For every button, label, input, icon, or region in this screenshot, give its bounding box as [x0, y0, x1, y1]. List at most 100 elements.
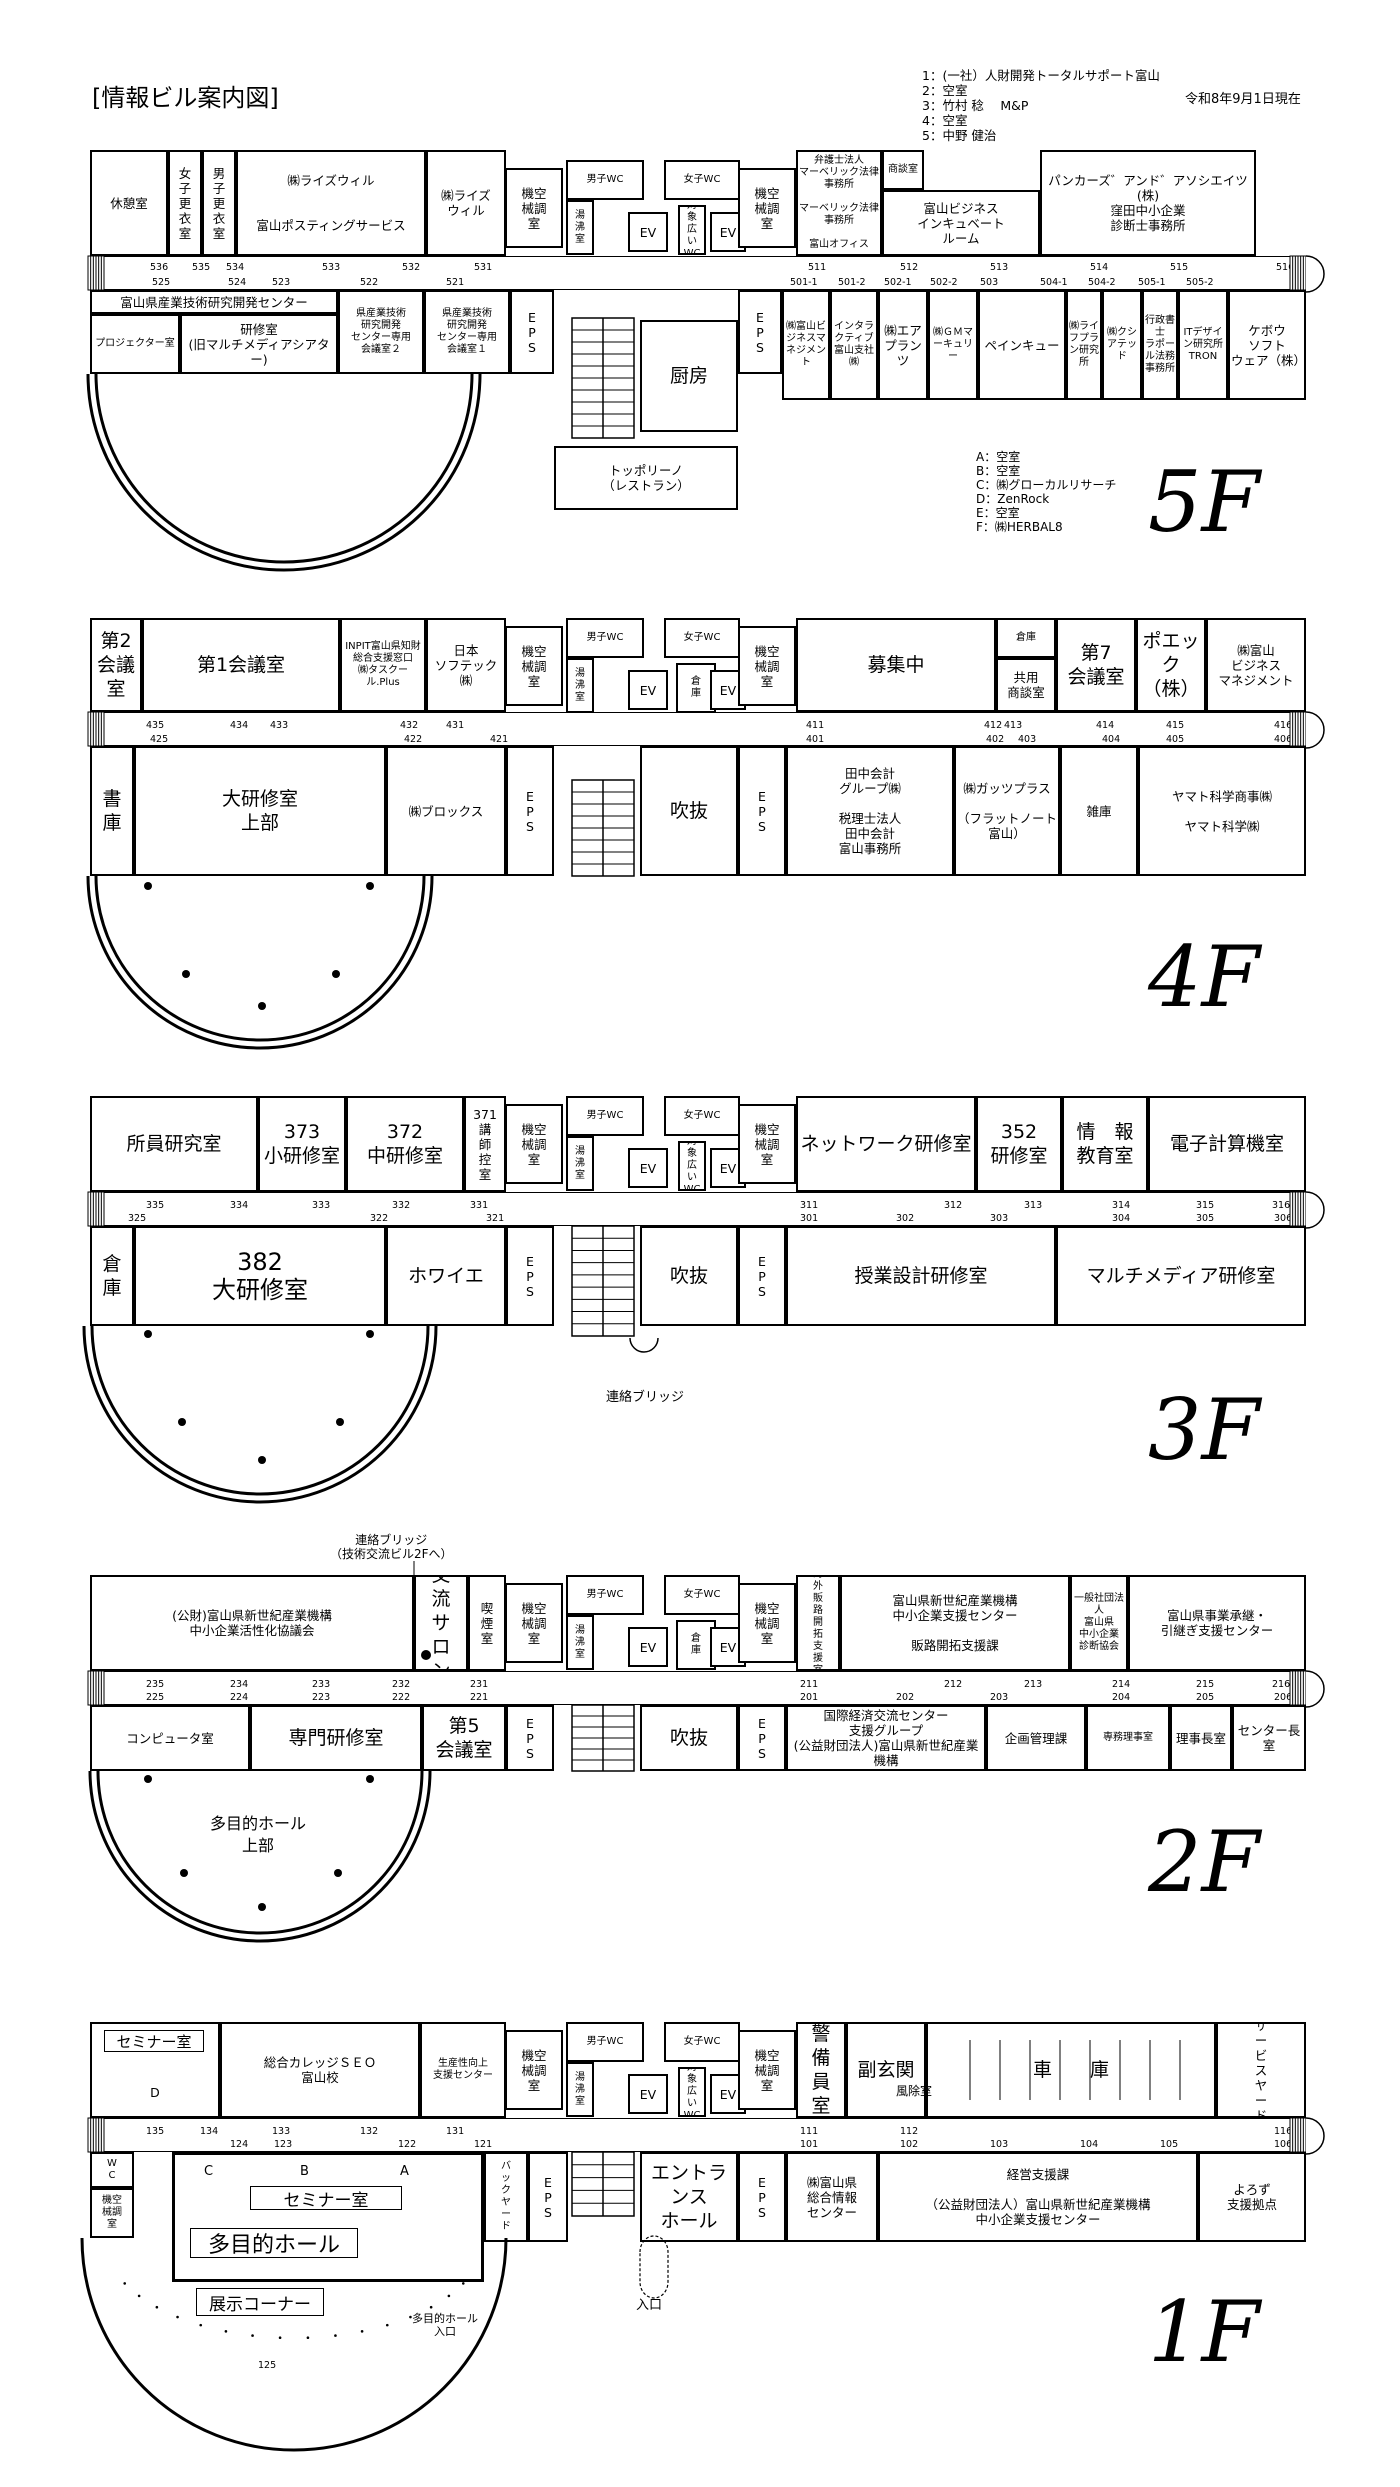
room-number: 425: [150, 734, 169, 745]
f1-room-eps2: E P S: [738, 2152, 786, 2242]
column-dot: [336, 1418, 344, 1426]
f5-room-chubo: 厨房: [640, 320, 738, 432]
f3-room-ev: EV: [628, 1148, 668, 1188]
f4-room-block: ㈱ブロックス: [386, 746, 506, 876]
f4-room-kyoyo: 共用 商談室: [996, 658, 1056, 712]
f4-room-kaigi7: 第7 会議室: [1056, 618, 1136, 712]
floor-label-f2: 2F: [1148, 1813, 1260, 1911]
room-number: 411: [806, 720, 825, 731]
room-number: 202: [896, 1692, 915, 1703]
room-number: 434: [230, 720, 249, 731]
room-number: 101: [800, 2139, 819, 2150]
room-number: 522: [360, 277, 379, 288]
room-number: 133: [272, 2126, 291, 2137]
hall-arc-4f: [86, 875, 434, 1050]
hall-arc-2f: [88, 1770, 432, 1943]
f3-room-multi: マルチメディア研修室: [1056, 1226, 1306, 1326]
room-number: 315: [1196, 1200, 1215, 1211]
f5-room-kensetsu: 富山県産業技術研究開発センター: [90, 290, 338, 314]
room-number: 401: [806, 734, 825, 745]
f1-room-fukugen: 副玄関: [846, 2022, 926, 2118]
room-number: 334: [230, 1200, 249, 1211]
f5-room-rise-2: ㈱ライズ ウィル: [426, 150, 506, 256]
room-number: 502-1: [884, 277, 912, 288]
room-number: 532: [402, 262, 421, 273]
room-number: 432: [400, 720, 419, 731]
f1-furyo: 風除室: [896, 2084, 933, 2098]
f2-room-souko: 倉 庫: [676, 1620, 716, 1670]
f1-room-shako: 車 庫: [926, 2022, 1216, 2118]
f1-room-jouhou: ㈱富山県 総合情報 センター: [786, 2152, 878, 2242]
hall-arc-5f: [86, 373, 482, 572]
room-number: 306: [1274, 1213, 1293, 1224]
end-door: [1305, 255, 1325, 293]
room-number: 124: [230, 2139, 249, 2150]
seat-dot: [409, 2315, 412, 2319]
f5-room-tomi-biz: ㈱富山ビジネスマネジメント: [782, 290, 830, 400]
f5-room-ev: EV: [628, 212, 668, 252]
bridge-arc: [629, 1337, 659, 1353]
f4-room-men-wc: 男子WC: [566, 618, 644, 658]
room-number: 406: [1274, 734, 1293, 745]
room-number: 422: [404, 734, 423, 745]
room-number: 414: [1096, 720, 1115, 731]
f4-room-women-wc: 女子WC: [664, 618, 740, 658]
end-door: [1305, 1191, 1325, 1229]
room-number: 116: [1274, 2126, 1293, 2137]
f5-room-gyosei: 行政書士 ラポール法務事務所: [1142, 290, 1178, 400]
room-number: 332: [392, 1200, 411, 1211]
room-number: 513: [990, 262, 1009, 273]
f1-room-keibi: 警 備 員 室: [796, 2022, 846, 2118]
f2-room-ev: EV: [628, 1627, 668, 1667]
room-number: 232: [392, 1679, 411, 1690]
room-number: 435: [146, 720, 165, 731]
f5-room-interactive: インタラクティブ富山支社㈱: [830, 290, 878, 400]
f1-room-taiou: 対 象 広 い WC: [678, 2067, 706, 2117]
f1-seminar-section: B: [300, 2164, 309, 2179]
hall-arc-1f: [80, 2237, 508, 2452]
f1-room-keiei: 経営支援課 （公益財団法人）富山県新世紀産業機構 中小企業支援センター: [878, 2152, 1198, 2242]
seat-dot: [251, 2334, 254, 2337]
seat-dot: [447, 2294, 451, 2298]
f2-room-kaigi5: 第5 会議室: [422, 1705, 506, 1771]
f1-room-seisan: 生産性向上 支援センター: [420, 2022, 506, 2118]
f4-room-gutsplus: ㈱ガッツプラス （フラットノート 富山）: [954, 746, 1060, 876]
seat-dot: [224, 2330, 228, 2333]
room-number: 302: [896, 1213, 915, 1224]
room-number: 225: [146, 1692, 165, 1703]
room-number: 535: [192, 262, 211, 273]
f4-room-inpit: INPIT富山県知財 総合支援窓口 ㈱タスクール.Plus: [340, 618, 426, 712]
f3-room-foyer: ホワイエ: [386, 1226, 506, 1326]
f3-room-dai-kenshu: 382 大研修室: [134, 1226, 386, 1326]
f1-room-men-wc: 男子WC: [566, 2022, 644, 2062]
f3-room-r371: 371 講 師 控 室: [464, 1096, 506, 1192]
column-dot: [258, 1456, 266, 1464]
room-number: 235: [146, 1679, 165, 1690]
corridor: [88, 1671, 1306, 1705]
f4-room-poec: ポエック （株）: [1136, 618, 1206, 712]
room-number: 516: [1276, 262, 1295, 273]
f5-room-kenshu: 研修室 (旧マルチメディアシアター): [180, 314, 338, 374]
room-number: 304: [1112, 1213, 1131, 1224]
room-number: 512: [900, 262, 919, 273]
f1-room-yuto: 湯 沸 室: [566, 2062, 594, 2117]
f2-bridge-label: 連絡ブリッジ （技術交流ビル2Fへ）: [330, 1533, 453, 1561]
f3-room-women-wc: 女子WC: [664, 1096, 740, 1136]
hall-arc-3f: [82, 1325, 438, 1504]
seat-dot: [334, 2334, 337, 2337]
f5-room-pangaea: パンカーズ゛アンド゛アソシエイツ(株) 窪田中小企業 診断士事務所: [1040, 150, 1256, 256]
room-number: 305: [1196, 1213, 1215, 1224]
room-number: 103: [990, 2139, 1009, 2150]
f4-room-eps2: E P S: [738, 746, 786, 876]
f4-room-shoko: 書 庫: [90, 746, 134, 876]
seat-dot: [155, 2305, 159, 2309]
seat-dot: [123, 2282, 127, 2285]
room-number: 333: [312, 1200, 331, 1211]
room-number: 503: [980, 277, 999, 288]
room-number: 215: [1196, 1679, 1215, 1690]
f2-room-kokusai: 国際経済交流センター 支援グループ (公益財団法人)富山県新世紀産業機構: [786, 1705, 986, 1771]
column-dot: [180, 1869, 188, 1877]
room-number: 222: [392, 1692, 411, 1703]
room-number: 335: [146, 1200, 165, 1211]
hall-arc-3f-inner: [90, 1325, 430, 1496]
